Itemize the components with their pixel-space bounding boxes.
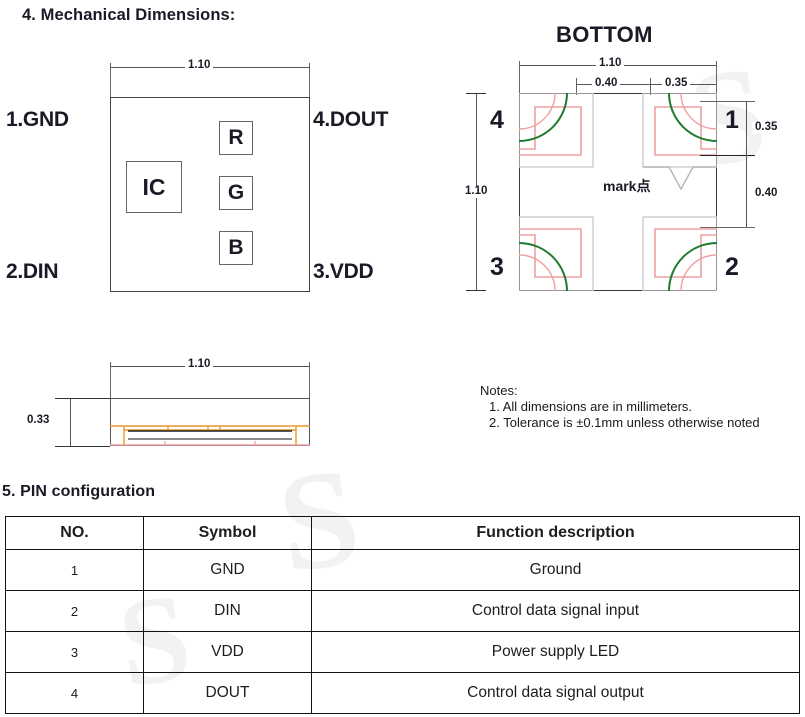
die-red-chip: R (219, 121, 253, 155)
table-cell-symbol: GND (143, 549, 312, 591)
pad-pin-3 (519, 216, 594, 291)
bottomview-height-dimension-label: 1.10 (462, 185, 491, 198)
notes-item: 2. Tolerance is ±0.1mm unless otherwise … (489, 415, 760, 430)
table-cell-symbol: DOUT (143, 672, 312, 714)
table-header-symbol: Symbol (143, 516, 312, 550)
topview-pin-label-vdd: 3.VDD (313, 260, 374, 283)
bottomview-padheight-dimension-line (746, 101, 747, 155)
bottomview-padheight-dimension-label: 0.35 (752, 121, 781, 134)
bottomview-pin-number-4: 4 (490, 106, 504, 134)
sideview-height-dimension-line (70, 398, 71, 446)
table-cell-no: 3 (5, 631, 144, 673)
pad-pin-2 (642, 216, 717, 291)
table-cell-description: Power supply LED (311, 631, 800, 673)
sideview-width-dimension-label: 1.10 (185, 358, 214, 371)
bottomview-extension-line-left (519, 61, 520, 93)
bottomview-right-extension-mid (700, 155, 755, 156)
sideview-height-tick-bottom (55, 446, 110, 447)
table-header-description: Function description (311, 516, 800, 550)
bottomview-width-dimension-label: 1.10 (596, 57, 625, 70)
topview-extension-line-right (309, 63, 310, 97)
bottomview-sub-extension-mid (650, 78, 651, 95)
sideview-extension-line-left (110, 362, 111, 398)
table-cell-no: 4 (5, 672, 144, 714)
topview-pin-label-gnd: 1.GND (6, 108, 69, 131)
die-green-chip: G (219, 176, 253, 210)
die-blue-chip: B (219, 231, 253, 265)
bottomview-pin-number-3: 3 (490, 253, 504, 281)
bottomview-height-tick-top (466, 93, 486, 94)
table-row: 4 DOUT Control data signal output (5, 672, 800, 714)
bottomview-extension-line-right (716, 61, 717, 93)
bottomview-padwidth-dimension-label: 0.35 (662, 77, 691, 90)
bottomview-mark-label: mark点 (601, 176, 653, 196)
bottomview-sub-extension-right (716, 78, 717, 95)
table-cell-no: 1 (5, 549, 144, 591)
pad-pin-4 (519, 93, 594, 168)
table-header-no: NO. (5, 516, 144, 550)
table-cell-description: Control data signal input (311, 590, 800, 632)
bottomview-sub-extension-left (576, 78, 577, 95)
notes-item: 1. All dimensions are in millimeters. (489, 399, 693, 414)
table-header-row: NO. Symbol Function description (5, 516, 800, 550)
table-cell-no: 2 (5, 590, 144, 632)
table-row: 1 GND Ground (5, 549, 800, 591)
bottomview-pad-drawing (519, 93, 717, 291)
sideview-cross-section (110, 425, 310, 446)
topview-pin-label-dout: 4.DOUT (313, 108, 389, 131)
mechanical-dimensions-heading: 4. Mechanical Dimensions: (22, 6, 236, 24)
table-cell-symbol: VDD (143, 631, 312, 673)
bottomview-gap-dimension-label: 0.40 (592, 77, 621, 90)
bottomview-padpitch-dimension-line (746, 155, 747, 227)
table-row: 3 VDD Power supply LED (5, 631, 800, 673)
notes-title: Notes: (480, 383, 518, 398)
bottom-view-title: BOTTOM (556, 22, 653, 47)
bottomview-right-extension-low (700, 227, 755, 228)
pin-configuration-heading: 5. PIN configuration (2, 483, 156, 500)
table-cell-description: Control data signal output (311, 672, 800, 714)
table-row: 2 DIN Control data signal input (5, 590, 800, 632)
die-ic: IC (126, 161, 182, 213)
bottomview-height-tick-bottom (466, 290, 486, 291)
topview-extension-line-left (110, 63, 111, 97)
bottomview-padpitch-dimension-label: 0.40 (752, 187, 781, 200)
sideview-height-tick-top (55, 398, 110, 399)
topview-width-dimension-label: 1.10 (185, 59, 214, 72)
bottomview-right-extension-top (700, 101, 755, 102)
bottomview-pin-number-1: 1 (725, 106, 739, 134)
pin-configuration-table: NO. Symbol Function description 1 GND Gr… (5, 516, 800, 714)
pad-pin-1 (642, 93, 717, 191)
bottomview-pin-number-2: 2 (725, 253, 739, 281)
table-cell-description: Ground (311, 549, 800, 591)
sideview-extension-line-right (309, 362, 310, 398)
notes-block: Notes: 1. All dimensions are in millimet… (480, 383, 760, 431)
sideview-height-dimension-label: 0.33 (24, 414, 53, 427)
topview-pin-label-din: 2.DIN (6, 260, 59, 283)
table-cell-symbol: DIN (143, 590, 312, 632)
